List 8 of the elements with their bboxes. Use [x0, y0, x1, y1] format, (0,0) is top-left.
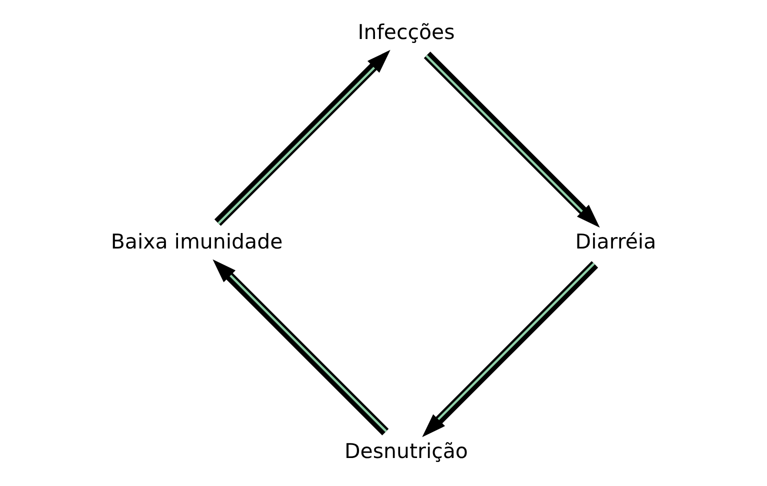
node-text: Desnutrição: [344, 438, 468, 462]
arrow: [214, 49, 390, 226]
arrow: [422, 260, 598, 437]
arrow: [424, 51, 600, 228]
node-text: Baixa imunidade: [110, 229, 283, 254]
arrow: [212, 258, 389, 435]
node-text: Infecções: [358, 20, 455, 44]
node-text: Diarréia: [575, 229, 656, 254]
